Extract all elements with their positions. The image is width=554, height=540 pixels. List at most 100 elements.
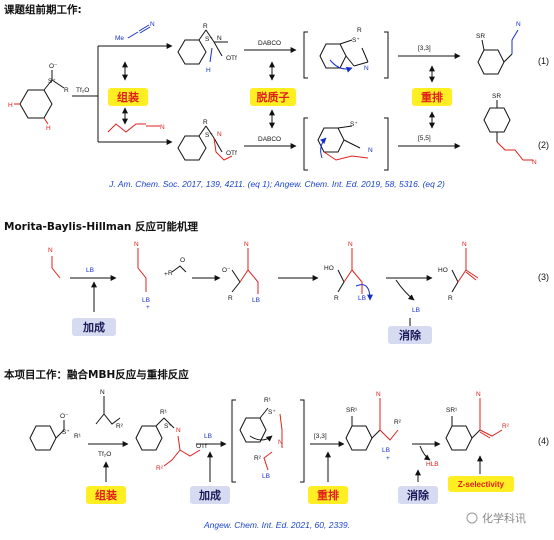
tag-assembly-2 <box>86 486 126 504</box>
r1-label-start: R¹ <box>74 433 82 440</box>
tag-addition-2-text: 加成 <box>198 488 221 502</box>
svg-text:N: N <box>244 241 249 248</box>
shift55-label: [5,5] <box>418 135 431 142</box>
svg-text:N: N <box>160 124 165 131</box>
svg-text:N: N <box>376 391 381 398</box>
tf2o-label-2: Tf₂O <box>98 451 111 458</box>
ts-bracket-3 <box>231 399 305 483</box>
aldol-intermediate <box>231 269 241 293</box>
svg-text:+: + <box>164 271 168 278</box>
hlb-label: HLB <box>426 461 439 468</box>
tag-z-selectivity-text: Z-selectivity <box>458 480 505 489</box>
acrylonitrile <box>51 256 61 279</box>
ts-bracket-bottom <box>303 117 389 171</box>
sulfoxide-h1: H <box>8 102 13 109</box>
citation-1: J. Am. Chem. Soc. 2017, 139, 4211. (eq 1… <box>108 179 445 189</box>
intermediate-1a <box>177 29 228 65</box>
svg-text:N: N <box>364 65 369 72</box>
svg-text:R¹: R¹ <box>264 397 272 404</box>
svg-text:OTf: OTf <box>226 150 237 157</box>
tag-addition-1 <box>72 318 116 336</box>
svg-text:HO: HO <box>438 267 448 274</box>
tag-rearrangement-2-text: 重排 <box>317 488 339 502</box>
svg-text:N: N <box>48 247 53 254</box>
svg-text:N: N <box>134 241 139 248</box>
svg-text:LB: LB <box>382 447 390 454</box>
svg-text:N: N <box>217 35 222 42</box>
svg-text:R: R <box>228 295 233 302</box>
svg-text:LB: LB <box>262 473 270 480</box>
svg-text:R¹: R¹ <box>160 409 168 416</box>
dabco-top-label: DABCO <box>258 40 281 47</box>
svg-text:S⁺: S⁺ <box>205 132 213 139</box>
tag-elimination-2 <box>398 486 438 504</box>
svg-text:R²: R² <box>394 419 402 426</box>
tag-elimination-1 <box>388 326 432 344</box>
eq1-label: (1) <box>538 56 549 66</box>
eq2-label: (2) <box>538 140 549 150</box>
wechat-icon <box>466 512 478 524</box>
svg-text:N: N <box>278 439 283 446</box>
tag-rearrangement-1 <box>412 88 452 106</box>
svg-text:N: N <box>532 159 537 166</box>
svg-text:N: N <box>348 241 353 248</box>
tag-z-selectivity <box>448 476 514 492</box>
r2-label-reagent: R² <box>116 423 124 430</box>
intermediate-2a <box>177 125 223 161</box>
svg-text:N: N <box>368 147 373 154</box>
tag-rearrangement-2 <box>308 486 348 504</box>
product-1 <box>477 39 513 75</box>
tag-deprotonation <box>250 88 296 106</box>
svg-text:R: R <box>357 27 362 34</box>
r2-label-int: R² <box>156 465 164 472</box>
reagent-me: Me <box>115 35 124 42</box>
svg-text:OTf: OTf <box>196 443 207 450</box>
tag-deprotonation-text: 脱质子 <box>257 90 290 104</box>
svg-text:LB: LB <box>412 307 420 314</box>
svg-text:+: + <box>386 455 390 462</box>
svg-text:O: O <box>180 257 185 264</box>
tag-addition-1-text: 加成 <box>82 320 105 334</box>
product-4 <box>445 416 481 451</box>
tag-rearrangement-1-text: 重排 <box>421 90 443 104</box>
svg-text:O⁻: O⁻ <box>222 267 231 274</box>
dabco-bottom-label: DABCO <box>258 136 281 143</box>
svg-text:S⁺: S⁺ <box>205 36 213 43</box>
lb-label-3: LB <box>204 433 212 440</box>
tf2o-label: Tf₂O <box>76 87 89 94</box>
svg-text:S⁺: S⁺ <box>268 409 276 416</box>
svg-text:R: R <box>203 119 208 126</box>
svg-text:N: N <box>476 391 481 398</box>
reagent-allyl <box>107 123 146 133</box>
svg-text:N: N <box>176 427 181 434</box>
tag-elimination-2-text: 消除 <box>407 488 430 502</box>
eq4-label: (4) <box>538 436 549 446</box>
r-label-mbh: R <box>448 295 453 302</box>
ts-bracket-top <box>303 31 389 79</box>
watermark-text: 化学科讯 <box>482 511 526 525</box>
sulfoxide-s: S⁺ <box>48 78 56 85</box>
svg-text:LB: LB <box>252 297 260 304</box>
svg-text:N: N <box>217 131 222 138</box>
svg-text:O⁻: O⁻ <box>60 413 69 420</box>
section2-title: Morita-Baylis-Hillman 反应可能机理 <box>4 220 199 233</box>
svg-text:R²: R² <box>502 423 510 430</box>
shift33-label: [3,3] <box>418 45 431 52</box>
svg-text:OTf: OTf <box>226 55 237 62</box>
eq3-label: (3) <box>538 272 549 282</box>
svg-text:S⁺: S⁺ <box>62 429 70 436</box>
tag-elimination-1-text: 消除 <box>399 328 422 342</box>
sulfoxide-start-2 <box>29 420 65 451</box>
svg-text:SR: SR <box>476 33 485 40</box>
svg-text:SR¹: SR¹ <box>346 407 358 414</box>
section3-title: 本项目工作：融合MBH反应与重排反应 <box>4 368 189 381</box>
svg-text:S⁺: S⁺ <box>350 121 358 128</box>
svg-text:R: R <box>334 295 339 302</box>
svg-text:HO: HO <box>324 265 334 272</box>
intermediate-3a <box>135 417 175 451</box>
tag-assembly-2-text: 组装 <box>95 488 117 502</box>
section1-title: 课题组前期工作: <box>4 3 82 16</box>
svg-text:H: H <box>206 67 211 74</box>
